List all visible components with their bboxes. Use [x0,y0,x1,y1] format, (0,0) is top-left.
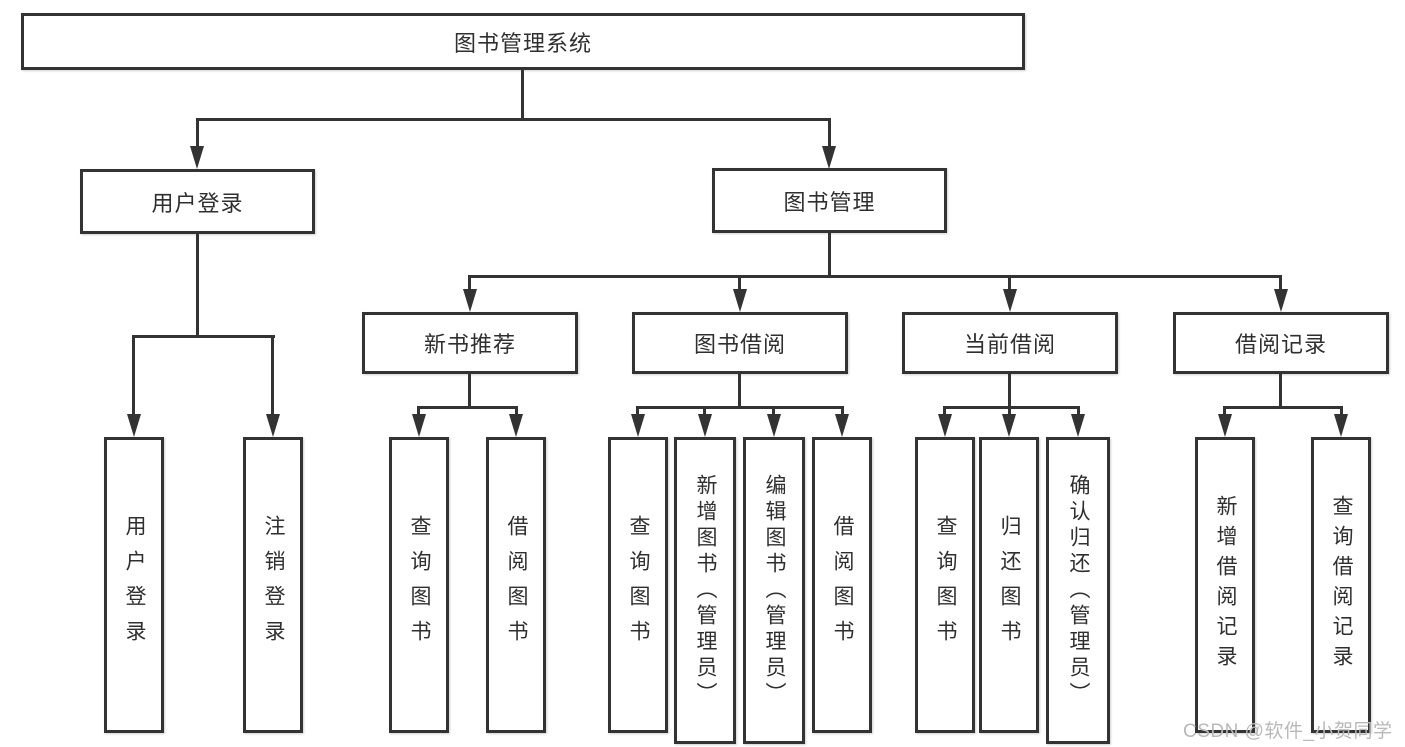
arrowhead-leaf-8 [835,414,849,437]
arrowhead-leaf-2 [266,414,280,437]
connector-drop-leaf-3 [417,406,420,417]
arrowhead-leaf-3 [412,414,426,437]
connector-drop-leaf-8 [841,406,844,417]
connector-drop-leaf-11 [1077,406,1080,417]
connector-borrow-records-stem [1279,372,1282,409]
connector-new-book-rec-stem [468,372,471,409]
connector-book-borrow-stem [738,372,741,409]
arrowhead-current-borrow [1003,289,1017,312]
node-borrow-records-label: 借阅记录 [1234,332,1327,357]
arrowhead-borrow-records [1274,289,1288,312]
leaf-return-books-label: 归还图书 [998,515,1021,655]
leaf-logout: 注销登录 [243,437,303,733]
connector-root-stem [521,68,524,119]
leaf-logout-label: 注销登录 [262,515,285,655]
node-root: 图书管理系统 [21,13,1025,70]
node-new-book-rec-label: 新书推荐 [423,332,516,357]
node-root-label: 图书管理系统 [453,30,592,56]
connector-borrow-records-rail [1223,406,1343,409]
arrowhead-book-borrow [733,289,747,312]
arrowhead-user-login [190,146,204,169]
connector-book-mgmt-stem [828,231,831,277]
connector-drop-leaf-4 [515,406,518,417]
node-book-mgmt: 图书管理 [712,168,947,233]
connector-drop-leaf-5 [636,406,639,417]
leaf-add-borrow-record: 新增借阅记录 [1195,437,1255,733]
connector-drop-leaf-13 [1340,406,1343,417]
arrowhead-book-mgmt [822,146,836,169]
leaf-edit-books-admin: 编辑图书（管理员） [743,437,805,744]
connector-drop-book-mgmt [828,118,831,148]
connector-drop-borrow-records [1279,275,1282,291]
arrowhead-leaf-12 [1218,414,1232,437]
leaf-query-books-current-label: 查询图书 [934,515,957,655]
connector-new-book-rec-rail [417,406,518,409]
arrowhead-new-book-rec [463,289,477,312]
node-borrow-records: 借阅记录 [1173,312,1389,374]
arrowhead-leaf-9 [938,414,952,437]
leaf-add-books-admin: 新增图书（管理员） [674,437,736,744]
node-book-borrow-label: 图书借阅 [693,332,786,357]
node-new-book-rec: 新书推荐 [362,312,578,374]
leaf-add-borrow-record-label: 新增借阅记录 [1214,495,1237,675]
leaf-confirm-return-admin-label: 确认归还（管理员） [1067,473,1090,708]
connector-book-borrow-rail [636,406,844,409]
connector-drop-user-login [196,118,199,148]
leaf-add-books-admin-label: 新增图书（管理员） [694,473,717,708]
arrowhead-leaf-6 [698,414,712,437]
connector-drop-leaf-1 [132,335,135,416]
node-user-login-label: 用户登录 [151,190,244,216]
connector-drop-leaf-2 [271,335,274,416]
leaf-borrow-books-rec: 借阅图书 [486,437,546,733]
connector-drop-leaf-12 [1223,406,1226,417]
arrowhead-leaf-7 [767,414,781,437]
leaf-query-borrow-record-label: 查询借阅记录 [1330,495,1353,675]
arrowhead-leaf-1 [127,414,141,437]
connector-drop-book-borrow [738,275,741,291]
connector-current-borrow-rail [943,406,1080,409]
leaf-user-login-label: 用户登录 [123,515,146,655]
arrowhead-leaf-11 [1071,414,1085,437]
connector-drop-leaf-7 [772,406,775,417]
leaf-borrow-books: 借阅图书 [812,437,872,733]
leaf-query-books-rec-label: 查询图书 [408,515,431,655]
connector-user-login-rail [132,335,275,338]
leaf-confirm-return-admin: 确认归还（管理员） [1046,437,1110,744]
arrowhead-leaf-4 [509,414,523,437]
leaf-return-books: 归还图书 [979,437,1039,733]
arrowhead-leaf-13 [1334,414,1348,437]
leaf-query-books-borrow-label: 查询图书 [627,515,650,655]
connector-drop-current-borrow [1008,275,1011,291]
arrowhead-leaf-10 [1002,414,1016,437]
connector-drop-new-book-rec [468,275,471,291]
leaf-query-borrow-record: 查询借阅记录 [1311,437,1371,733]
connector-drop-leaf-6 [703,406,706,417]
arrowhead-leaf-5 [631,414,645,437]
connector-drop-leaf-9 [943,406,946,417]
leaf-query-books-rec: 查询图书 [389,437,449,733]
node-current-borrow: 当前借阅 [902,312,1118,374]
node-user-login: 用户登录 [80,169,315,234]
node-book-mgmt-label: 图书管理 [783,189,876,215]
node-book-borrow: 图书借阅 [632,312,848,374]
leaf-query-books-current: 查询图书 [915,437,975,733]
connector-current-borrow-stem [1008,372,1011,409]
node-current-borrow-label: 当前借阅 [963,332,1056,357]
leaf-borrow-books-label: 借阅图书 [831,515,854,655]
connector-root-rail [196,118,831,121]
csdn-watermark: CSDN @软件_小贺同学 [1183,721,1393,742]
connector-book-mgmt-rail [468,275,1282,278]
leaf-query-books-borrow: 查询图书 [608,437,668,733]
connector-drop-leaf-10 [1008,406,1011,417]
leaf-borrow-books-rec-label: 借阅图书 [505,515,528,655]
leaf-user-login: 用户登录 [104,437,164,733]
connector-user-login-stem [196,232,199,335]
leaf-edit-books-admin-label: 编辑图书（管理员） [763,473,786,708]
